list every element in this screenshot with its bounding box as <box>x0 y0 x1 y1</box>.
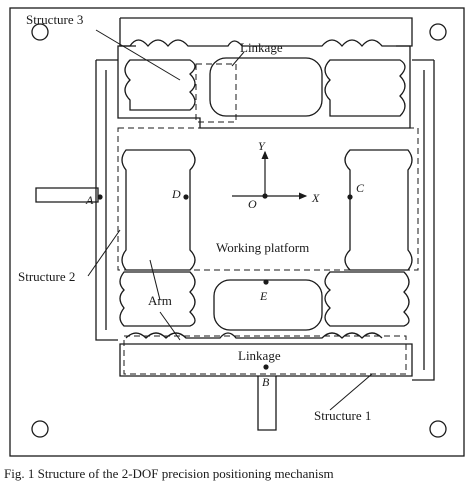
leader-linkage-top <box>231 51 245 67</box>
point-C-dot <box>347 194 353 200</box>
bottom-input-arm <box>257 376 277 431</box>
mount-hole-top-right <box>429 23 447 41</box>
right-frame-strip <box>412 59 435 381</box>
structure1-boundary <box>123 335 407 375</box>
point-A-label: A <box>85 193 94 207</box>
flexure-body-outline <box>117 39 411 129</box>
point-A-dot <box>97 194 103 200</box>
point-C-label: C <box>356 181 365 195</box>
flexure-column-left <box>121 149 196 271</box>
structure2-boundary <box>117 127 419 271</box>
label-linkage-top: Linkage <box>240 40 283 55</box>
axis-y-label: Y <box>258 139 266 153</box>
flexure-block-top-right <box>324 59 406 117</box>
left-input-arm <box>35 187 99 203</box>
label-working-platform: Working platform <box>216 240 309 255</box>
bottom-linkage-bar <box>119 343 413 377</box>
mount-hole-top-left <box>31 23 49 41</box>
figure-caption: Fig. 1 Structure of the 2-DOF precision … <box>4 466 334 481</box>
flexure-column-right <box>344 149 413 271</box>
left-frame-strip <box>95 59 118 341</box>
leader-arm-lower <box>159 311 181 341</box>
top-linkage-block <box>209 57 323 117</box>
label-structure3: Structure 3 <box>26 12 83 27</box>
flexure-block-bottom-left <box>119 271 196 327</box>
leader-structure2 <box>87 229 121 277</box>
point-O-dot <box>262 193 268 199</box>
point-E-dot <box>263 279 269 285</box>
base-plate <box>9 7 465 457</box>
point-B-label: B <box>262 375 270 389</box>
point-B-dot <box>263 364 269 370</box>
label-arm: Arm <box>148 293 172 308</box>
structure3-boundary <box>195 63 237 123</box>
mount-hole-bottom-left <box>31 420 49 438</box>
point-D-label: D <box>171 187 181 201</box>
point-O-label: O <box>248 197 257 211</box>
bottom-linkage-block <box>213 279 323 331</box>
point-E-label: E <box>259 289 268 303</box>
flexure-block-top-left <box>124 59 196 111</box>
label-structure1: Structure 1 <box>314 408 371 423</box>
leader-structure1 <box>329 373 373 411</box>
leader-structure3 <box>95 29 181 81</box>
axis-x-label: X <box>311 191 320 205</box>
leader-arm <box>149 259 161 301</box>
flexure-block-bottom-right <box>324 271 410 327</box>
label-linkage-bottom: Linkage <box>238 348 281 363</box>
label-structure2: Structure 2 <box>18 269 75 284</box>
point-D-dot <box>183 194 189 200</box>
mount-hole-bottom-right <box>429 420 447 438</box>
